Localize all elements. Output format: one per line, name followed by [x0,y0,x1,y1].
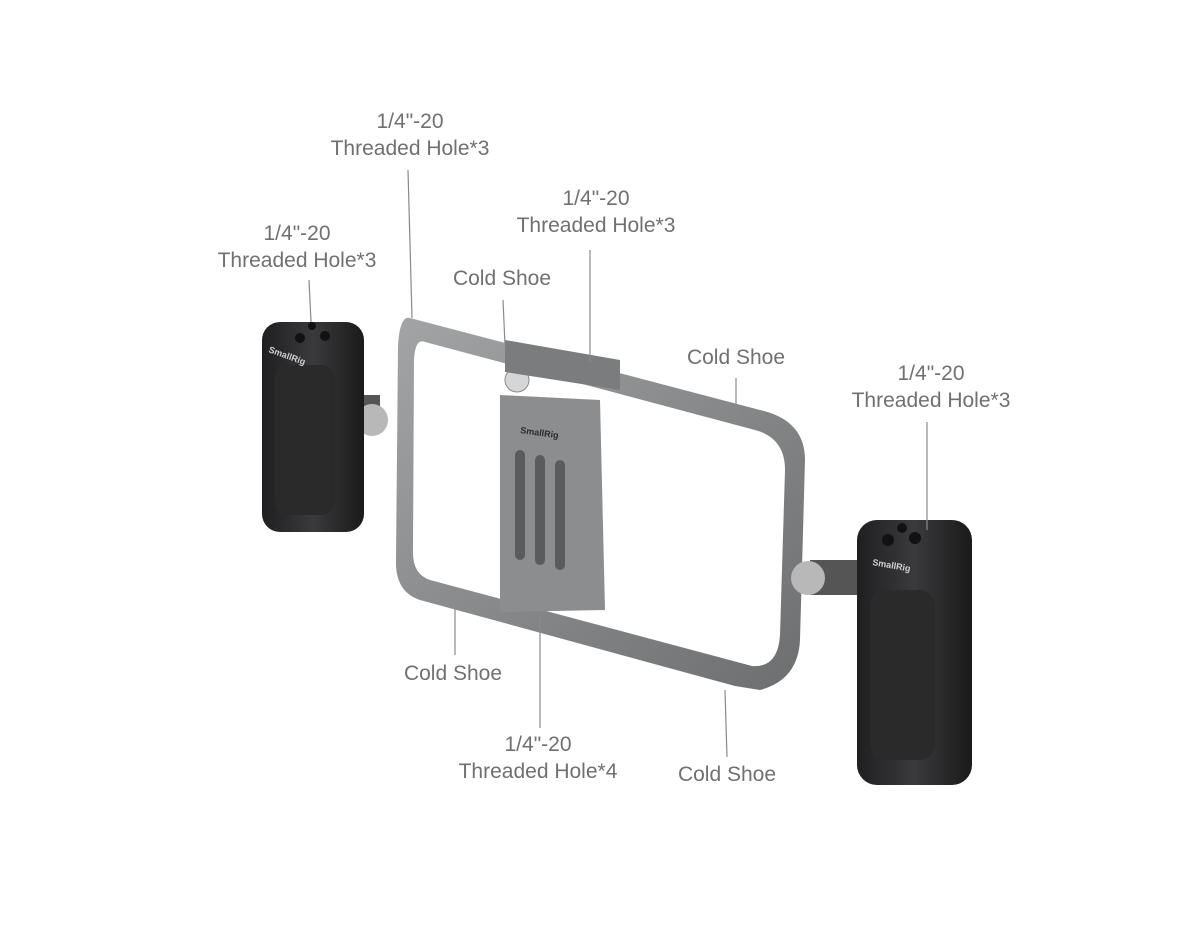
callout-thread-spec: 1/4"-20 [263,222,331,245]
callout-cold-shoe-bottom-right: Cold Shoe [677,763,777,786]
callout-thread-spec: 1/4"-20 [562,187,630,210]
callout-right-handle-threaded-hole: 1/4"-20 Threaded Hole*3 [852,360,1011,414]
callout-cold-shoe-top-left: Cold Shoe [452,267,552,290]
phone-clamp-plate: SmallRig [500,340,620,612]
callout-description: Threaded Hole*3 [217,249,377,272]
right-handle: SmallRig [791,520,972,785]
callout-thread-spec: 1/4"-20 [897,362,965,385]
callout-description: Threaded Hole*3 [516,214,676,237]
callout-top-threaded-hole: 1/4"-20 Threaded Hole*3 [517,185,676,239]
callout-description: Threaded Hole*4 [458,760,618,783]
leader-lines [308,169,928,758]
callout-thread-spec: 1/4"-20 [376,110,444,133]
left-handle: SmallRig [262,322,388,532]
callout-bottom-threaded-hole: 1/4"-20 Threaded Hole*4 [459,731,618,785]
callout-left-frame-threaded-hole: 1/4"-20 Threaded Hole*3 [331,108,490,162]
callout-left-handle-threaded-hole: 1/4"-20 Threaded Hole*3 [218,220,377,274]
callout-description: Threaded Hole*3 [851,389,1011,412]
callout-cold-shoe-top-right: Cold Shoe [686,346,786,369]
callout-thread-spec: 1/4"-20 [504,733,572,756]
callout-description: Threaded Hole*3 [330,137,490,160]
callout-cold-shoe-bottom-left: Cold Shoe [403,662,503,685]
